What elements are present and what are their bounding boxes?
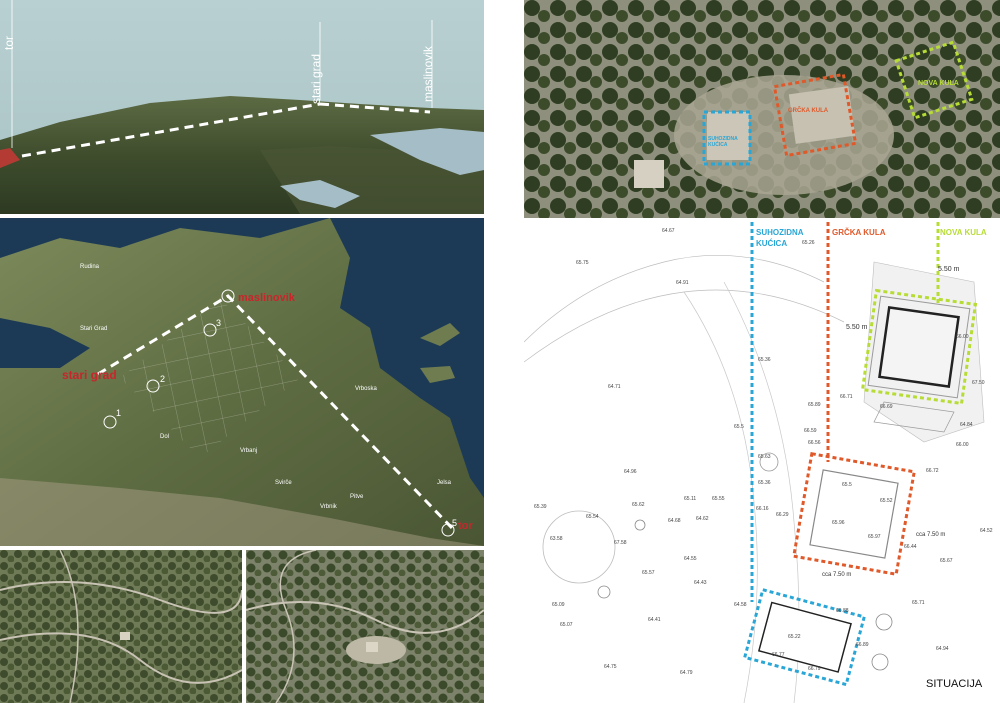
map-label-maslinovik: maslinovik — [238, 292, 295, 304]
photo-box-label-suhozidna: SUHOZIDNA KUĆICA — [708, 136, 738, 148]
spot-height: 66.29 — [776, 512, 789, 518]
map-place-stari-grad: Stari Grad — [80, 326, 108, 332]
spot-height: 66.56 — [808, 440, 821, 446]
spot-height: 67.50 — [972, 380, 985, 386]
spot-height: 65.71 — [912, 600, 925, 606]
panorama-label-tor: tor — [2, 35, 16, 50]
spot-height: 66.59 — [804, 428, 817, 434]
panorama-label-stari-grad: stari grad — [309, 53, 323, 104]
spot-height: 65.36 — [758, 480, 771, 486]
aerial-map-image — [0, 218, 484, 546]
map-number-3: 3 — [216, 318, 222, 328]
spot-height: 65.75 — [576, 260, 589, 266]
spot-height: 64.43 — [694, 580, 707, 586]
spot-height: 65.62 — [632, 502, 645, 508]
panorama-image — [0, 0, 484, 214]
spot-height: 65.11 — [684, 496, 697, 502]
map-number-5: 5 — [452, 518, 458, 528]
spot-height: 65.55 — [712, 496, 725, 502]
map-place-vrboska: Vrboska — [355, 386, 377, 392]
spot-height: 64.79 — [680, 670, 693, 676]
spot-height: 64.55 — [684, 556, 697, 562]
map-place-pitve: Pitve — [350, 494, 364, 500]
spot-height: 66.71 — [840, 394, 853, 400]
photo-box-label-grcka: GRČKA KULA — [788, 108, 829, 114]
spot-height: 66.89 — [856, 642, 869, 648]
spot-height: 64.91 — [676, 280, 689, 286]
plan-leader-suhozidna-line2: KUĆICA — [756, 239, 788, 248]
map-place-svirce: Svirče — [275, 480, 292, 486]
aerial-map-panel: maslinovik stari grad tor Rudina Stari G… — [0, 218, 484, 546]
panorama-label-maslinovik: maslinovik — [421, 45, 435, 102]
spot-height: 66.00 — [956, 442, 969, 448]
map-place-jelsa: Jelsa — [437, 480, 452, 486]
map-label-tor: tor — [458, 520, 473, 532]
site-plan: SUHOZIDNA KUĆICA GRČKA KULA NOVA KULA 5.… — [524, 222, 1000, 703]
spot-height: 64.96 — [624, 469, 637, 475]
spot-height: 65.57 — [642, 570, 655, 576]
spot-height: 65.09 — [552, 602, 565, 608]
plan-dimension-grcka-side: cca 7.50 m — [916, 532, 946, 538]
spot-height: 64.41 — [648, 617, 661, 623]
spot-height: 64.58 — [734, 602, 747, 608]
plan-dimension-side: 5.50 m — [846, 324, 868, 331]
spot-height: 64.75 — [604, 664, 617, 670]
spot-height: 64.67 — [662, 228, 675, 234]
spot-height: 64.68 — [668, 518, 681, 524]
landscape-photo-2 — [246, 550, 484, 703]
spot-height: 66.72 — [926, 468, 939, 474]
spot-height: 65.07 — [560, 622, 573, 628]
map-place-rudina: Rudina — [80, 264, 100, 270]
spot-height: 66.77 — [772, 652, 785, 658]
map-place-dol: Dol — [160, 434, 170, 440]
spot-height: 63.58 — [550, 536, 563, 542]
site-plan-drawing — [524, 222, 1000, 703]
spot-height: 66.79 — [808, 666, 821, 672]
spot-height: 65.96 — [832, 520, 845, 526]
plan-leader-suhozidna-line1: SUHOZIDNA — [756, 228, 804, 237]
plan-leader-nova: NOVA KULA — [940, 228, 987, 237]
spot-height: 64.71 — [608, 384, 621, 390]
plan-title: SITUACIJA — [926, 678, 983, 690]
spot-height: 65.39 — [534, 504, 547, 510]
panorama-panel: tor stari grad maslinovik — [0, 0, 484, 214]
plan-dimension-grcka-bottom: cca 7.50 m — [822, 572, 852, 578]
map-number-1: 1 — [116, 408, 122, 418]
site-aerial-photo: SUHOZIDNA KUĆICA GRČKA KULA NOVA KULA — [524, 0, 1000, 218]
map-place-vrbnik: Vrbnik — [320, 504, 337, 510]
spot-height: 64.94 — [936, 646, 949, 652]
spot-height: 66.00 — [956, 334, 969, 340]
spot-height: 64.62 — [696, 516, 709, 522]
plan-dimension-top: 5.50 m — [938, 266, 960, 273]
map-number-2: 2 — [160, 374, 166, 384]
spot-height: 66.88 — [836, 608, 849, 614]
spot-height: 65.67 — [940, 558, 953, 564]
spot-height: 65.54 — [586, 514, 599, 520]
spot-height: 64.84 — [960, 422, 973, 428]
map-label-stari-grad: stari grad — [62, 368, 117, 382]
photo-box-label-nova: NOVA KULA — [918, 80, 959, 87]
spot-height: 66.44 — [904, 544, 917, 550]
spot-height: 65.89 — [808, 402, 821, 408]
plan-leader-grcka: GRČKA KULA — [832, 228, 886, 237]
spot-height: 66.69 — [880, 404, 893, 410]
spot-height: 67.58 — [614, 540, 627, 546]
spot-height: 65.36 — [758, 357, 771, 363]
spot-height: 65.26 — [802, 240, 815, 246]
spot-height: 65.97 — [868, 534, 881, 540]
spot-height: 65.5 — [842, 482, 852, 488]
landscape-photo-1 — [0, 550, 242, 703]
spot-height: 65.5 — [734, 424, 744, 430]
map-place-vrbanj: Vrbanj — [240, 448, 258, 454]
spot-height: 65.63 — [758, 454, 771, 460]
spot-height: 64.52 — [980, 528, 993, 534]
spot-height: 66.16 — [756, 506, 769, 512]
spot-height: 65.22 — [788, 634, 801, 640]
spot-height: 65.52 — [880, 498, 893, 504]
